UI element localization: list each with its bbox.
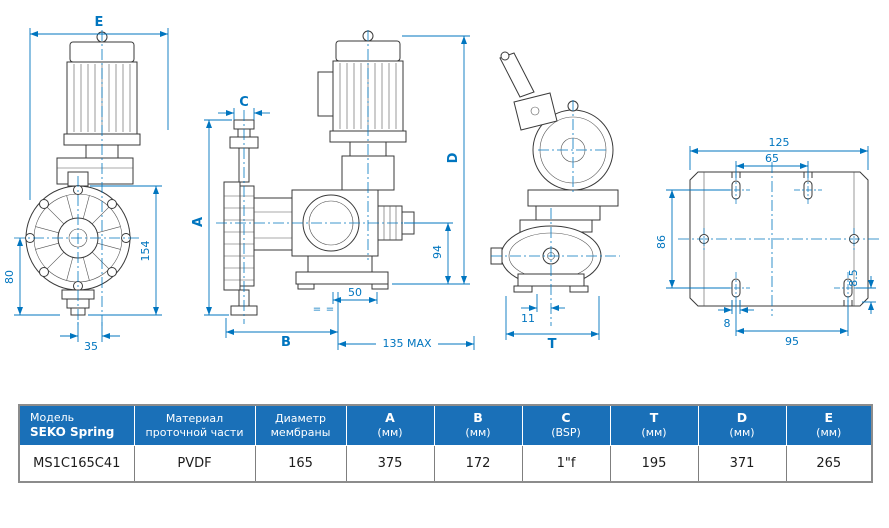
- equal-mark-2: =: [326, 304, 334, 315]
- dim-label-8: 8: [724, 317, 731, 330]
- cell-e: 265: [785, 445, 873, 483]
- dim-label-c: C: [239, 95, 249, 110]
- view-plate: 125 65 86 8.5 8 95: [655, 136, 880, 348]
- view-side: C A B 50 = = 135 MAX D 94: [191, 30, 475, 350]
- dim-label-94: 94: [431, 245, 444, 259]
- header-t: T(мм): [609, 404, 699, 446]
- header-c-letter: C: [561, 410, 571, 425]
- view-front: E 154 80 35: [3, 15, 169, 353]
- header-a: A(мм): [345, 404, 435, 446]
- dim-label-86: 86: [655, 235, 668, 249]
- hole-centermarks: [703, 174, 862, 304]
- cell-material: PVDF: [133, 445, 256, 483]
- dim-label-11: 11: [521, 312, 535, 325]
- header-t-letter: T: [649, 410, 659, 425]
- dim-label-a: A: [191, 217, 206, 227]
- cell-c: 1"f: [521, 445, 611, 483]
- header-d-unit: (мм): [729, 426, 755, 439]
- view-end: 11 T: [490, 51, 620, 352]
- motor-fins: [73, 64, 131, 132]
- cell-d: 371: [697, 445, 787, 483]
- dim-label-d: D: [446, 152, 461, 163]
- header-b-unit: (мм): [465, 426, 491, 439]
- header-model-line2: SEKO Spring: [30, 425, 115, 439]
- dimensional-drawing: E 154 80 35: [3, 15, 880, 353]
- header-material-line2: проточной части: [145, 425, 244, 439]
- header-b-letter: B: [473, 410, 483, 425]
- cell-diameter: 165: [254, 445, 347, 483]
- dim-label-t: T: [548, 337, 557, 352]
- dim-label-135max: 135 MAX: [382, 337, 432, 350]
- cell-t: 195: [609, 445, 699, 483]
- header-d: D(мм): [697, 404, 787, 446]
- flange-bolt-lines: [224, 195, 254, 281]
- table-data-row: MS1C165C41 PVDF 165 375 172 1"f 195 371 …: [18, 445, 873, 483]
- dim-label-95: 95: [785, 335, 799, 348]
- cell-model: MS1C165C41: [18, 445, 135, 483]
- dim-label-80: 80: [3, 270, 16, 284]
- dim-label-b: B: [281, 335, 291, 350]
- header-model-line1: Модель: [30, 411, 75, 424]
- head-spokes: [35, 195, 121, 281]
- header-a-unit: (мм): [377, 426, 403, 439]
- header-e-unit: (мм): [816, 426, 842, 439]
- header-e-letter: E: [824, 410, 834, 425]
- dim-label-8p5: 8.5: [847, 269, 860, 287]
- dim-label-e: E: [95, 15, 104, 30]
- header-c: C(BSP): [521, 404, 611, 446]
- header-e: E(мм): [785, 404, 873, 446]
- header-a-letter: A: [385, 410, 395, 425]
- equal-mark-1: =: [313, 304, 321, 315]
- cell-b: 172: [433, 445, 523, 483]
- header-t-unit: (мм): [641, 426, 667, 439]
- header-c-unit: (BSP): [551, 426, 581, 439]
- dim-label-65: 65: [765, 152, 779, 165]
- cell-a: 375: [345, 445, 435, 483]
- dim-label-35: 35: [84, 340, 98, 353]
- header-material-line1: Материал: [165, 411, 224, 425]
- header-diameter-line2: мембраны: [270, 425, 331, 439]
- dim-label-50: 50: [348, 286, 362, 299]
- header-b: B(мм): [433, 404, 523, 446]
- header-d-letter: D: [736, 410, 748, 425]
- header-diameter-line1: Диаметр: [275, 411, 326, 425]
- dim-label-154: 154: [139, 241, 152, 262]
- dim-label-125: 125: [769, 136, 790, 149]
